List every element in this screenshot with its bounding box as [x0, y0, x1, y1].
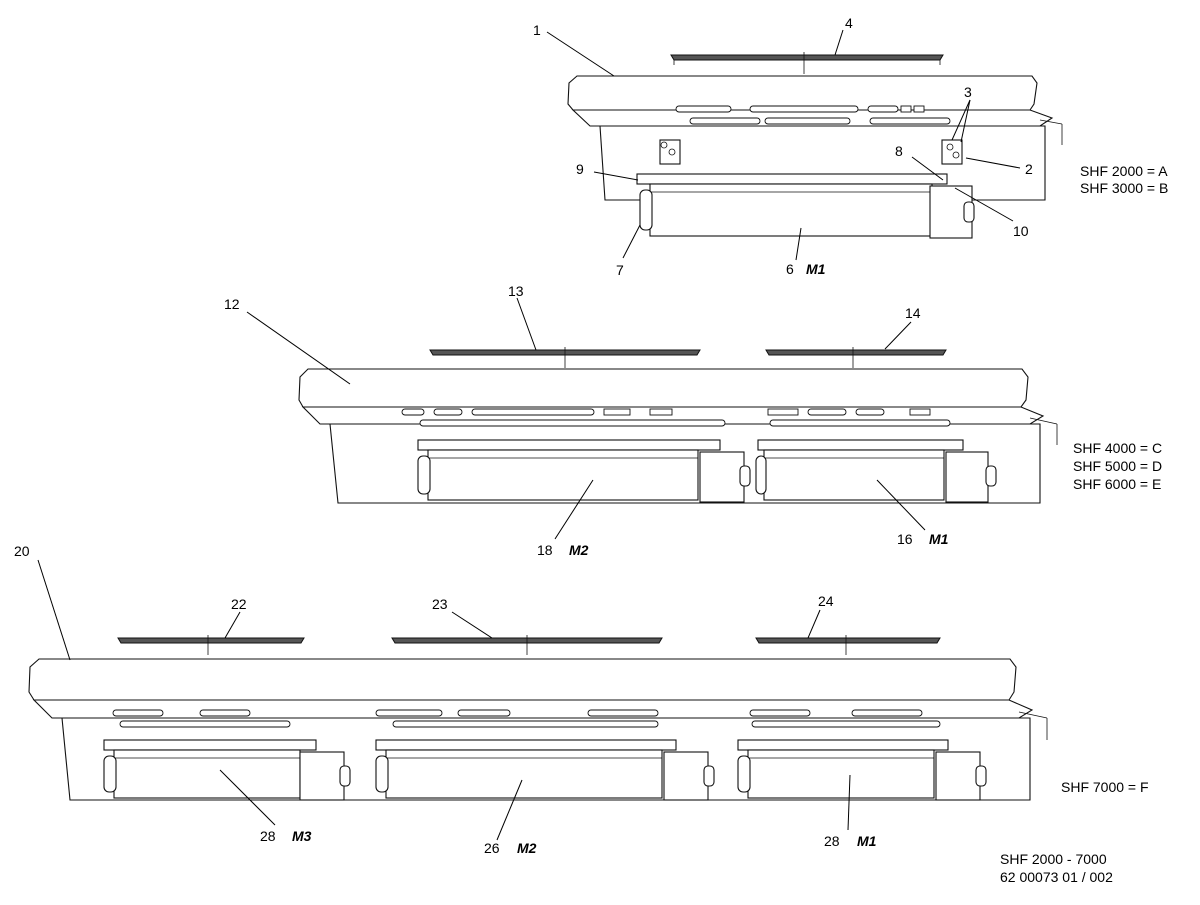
callout-13: 13: [508, 283, 524, 299]
callout-26: 26: [484, 840, 500, 856]
callout-22: 22: [231, 596, 247, 612]
part-28-fan-roller-m1: [737, 739, 987, 801]
part-28-fan-roller-m3: [103, 739, 351, 801]
footer-doc-number: 62 00073 01 / 002: [1000, 869, 1113, 885]
footer-range: SHF 2000 - 7000: [1000, 851, 1107, 867]
callout-14: 14: [905, 305, 921, 321]
part-13-cover-strip: [429, 347, 701, 368]
motor-label-m1: M1: [806, 261, 826, 277]
callout-9: 9: [576, 161, 584, 177]
part-22-cover-strip: [117, 635, 305, 655]
part-24-cover-strip: [755, 635, 941, 655]
callout-24: 24: [818, 593, 834, 609]
assembly-b: 12 13 14 18 M2 16 M1: [224, 283, 1058, 558]
callout-28-right: 28: [824, 833, 840, 849]
callout-7: 7: [616, 262, 624, 278]
assembly-c: 20 22 23 24 28 M3 26 M2 28 M1: [14, 543, 1048, 856]
part-14-cover-strip: [765, 347, 947, 368]
variant-b-line3: SHF 6000 = E: [1073, 476, 1161, 492]
part-26-fan-roller-m2: [375, 739, 715, 801]
part-6-fan-roller: [636, 173, 975, 239]
variant-b-line1: SHF 4000 = C: [1073, 440, 1162, 456]
part-23-cover-strip: [391, 635, 663, 655]
motor-label-m1: M1: [929, 531, 949, 547]
part-18-fan-roller: [417, 439, 751, 503]
part-16-fan-roller: [755, 439, 997, 503]
variant-b-line2: SHF 5000 = D: [1073, 458, 1162, 474]
callout-28-left: 28: [260, 828, 276, 844]
motor-label-m1: M1: [857, 833, 877, 849]
part-4-cover-strip: [670, 52, 944, 74]
callout-10: 10: [1013, 223, 1029, 239]
left-bracket: [659, 139, 681, 165]
callout-23: 23: [432, 596, 448, 612]
assembly-a: 1 4 3 2 9 8 10 7 6 M1: [533, 15, 1063, 278]
callout-16: 16: [897, 531, 913, 547]
callout-6: 6: [786, 261, 794, 277]
callout-12: 12: [224, 296, 240, 312]
variant-a-line2: SHF 3000 = B: [1080, 180, 1168, 196]
motor-label-m2: M2: [517, 840, 537, 856]
motor-label-m2: M2: [569, 542, 589, 558]
variant-a-line1: SHF 2000 = A: [1080, 163, 1168, 179]
callout-20: 20: [14, 543, 30, 559]
callout-4: 4: [845, 15, 853, 31]
callout-8: 8: [895, 143, 903, 159]
callout-18: 18: [537, 542, 553, 558]
callout-3: 3: [964, 84, 972, 100]
part-2-bracket: [941, 139, 963, 165]
variant-c-line1: SHF 7000 = F: [1061, 779, 1149, 795]
callout-1: 1: [533, 22, 541, 38]
motor-label-m3: M3: [292, 828, 312, 844]
callout-2: 2: [1025, 161, 1033, 177]
